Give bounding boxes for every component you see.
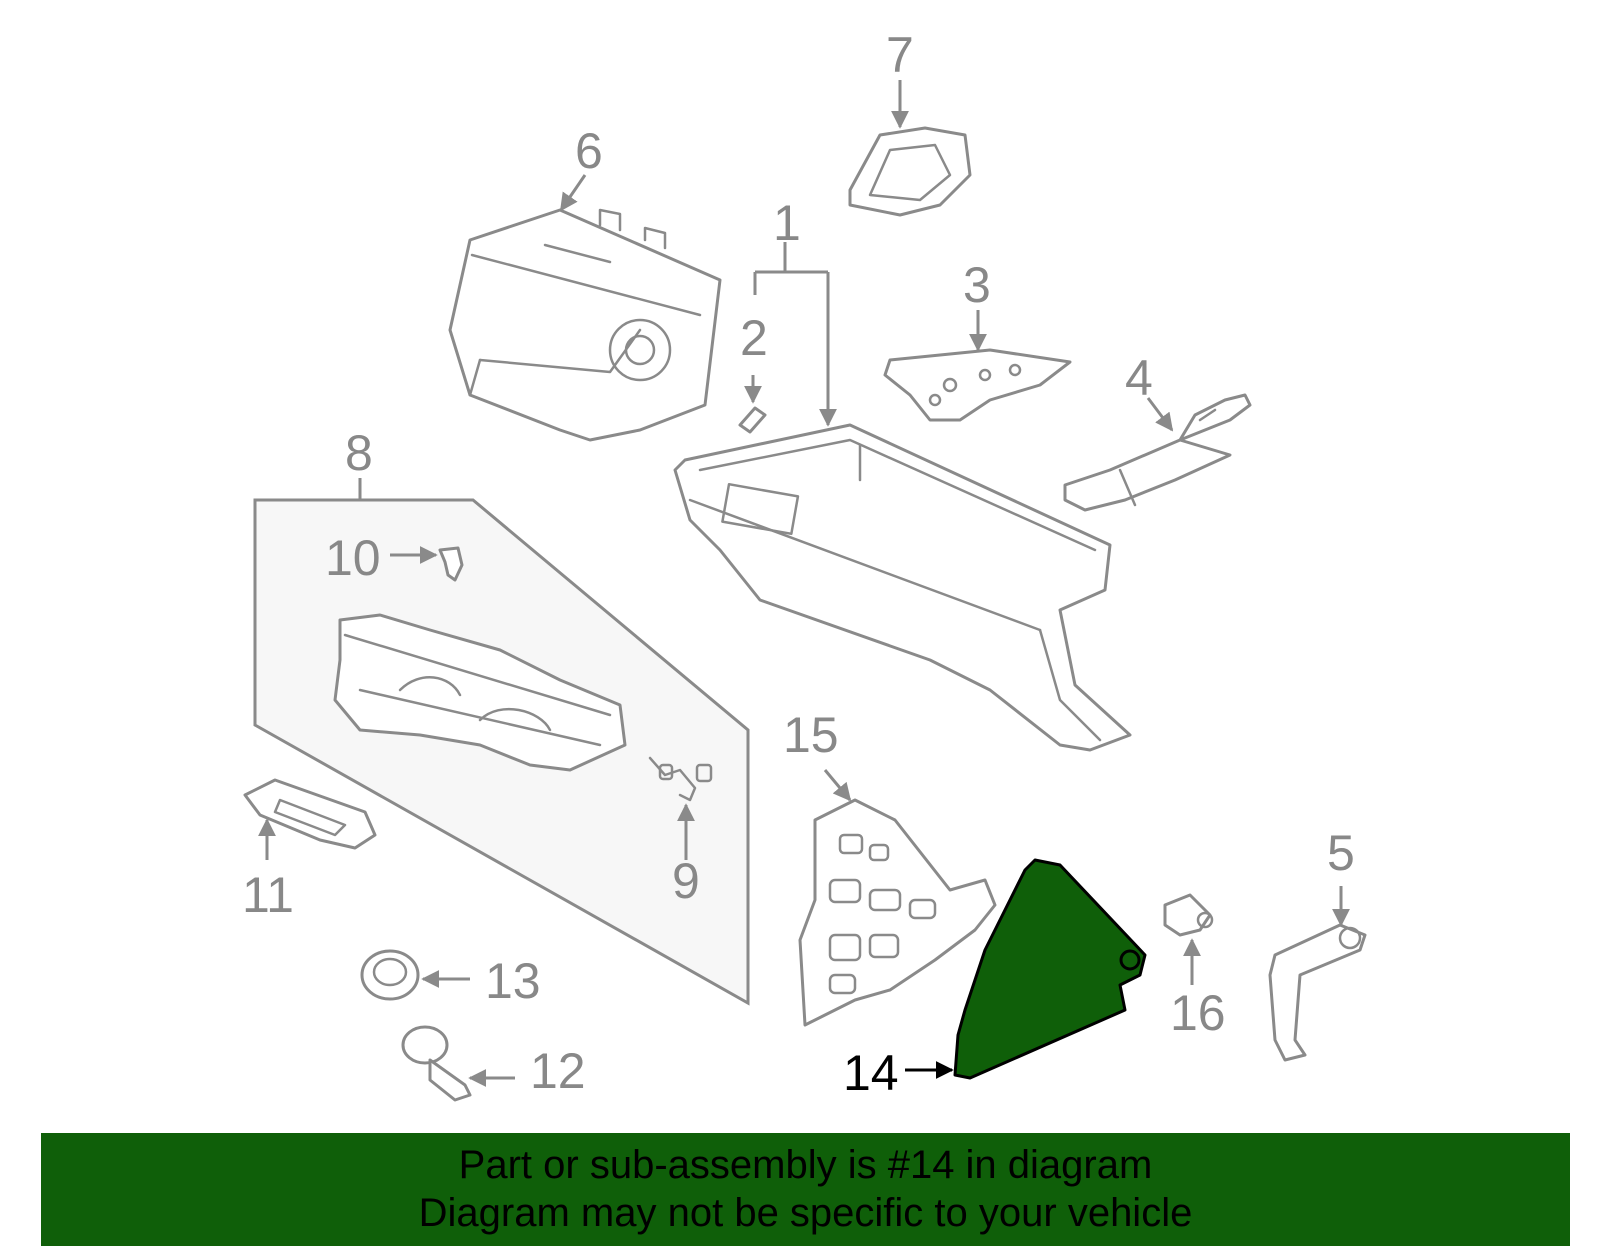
banner-part-line: Part or sub-assembly is #14 in diagram [458,1143,1153,1187]
callout-5: 5 [1327,825,1355,881]
part-4-lock [1063,393,1252,512]
leader-lines [258,80,1350,1087]
callout-6: 6 [575,123,603,179]
part-10-screw [438,546,464,582]
callout-2: 2 [740,310,768,366]
part-8-lid [333,613,627,772]
callout-8: 8 [345,425,373,481]
part-9-harness [648,756,713,802]
callout-12: 12 [530,1043,586,1099]
callout-15: 15 [783,707,839,763]
part-7-bracket [848,126,972,217]
callout-11: 11 [242,867,294,923]
callout-7: 7 [886,27,914,83]
callout-4: 4 [1125,350,1153,406]
part-15-panel [798,798,997,1027]
banner-disclaimer-line: Diagram may not be specific to your vehi… [418,1191,1193,1235]
callout-labels: 1 2 3 4 5 6 7 8 9 10 11 12 13 14 15 16 [242,27,1355,1101]
part-3-bracket [883,348,1072,422]
callout-3: 3 [963,257,991,313]
callout-10: 10 [325,530,381,586]
part-13-grommet [360,949,420,1001]
part-1-glove-box [673,423,1132,752]
part-11-bezel [243,778,377,850]
part-6-housing [448,208,722,442]
callout-16: 16 [1170,985,1226,1041]
part-2-clip [738,406,767,434]
part-14-cover-highlighted [953,858,1147,1080]
callout-1: 1 [773,195,801,251]
callout-9: 9 [672,853,700,909]
info-banner: Part or sub-assembly is #14 in diagram D… [41,1133,1570,1246]
callout-14: 14 [843,1045,899,1101]
callout-13: 13 [485,953,541,1009]
part-16-clip [1163,893,1214,937]
part-5-damper [1268,923,1367,1062]
part-12-clip [401,1025,472,1102]
